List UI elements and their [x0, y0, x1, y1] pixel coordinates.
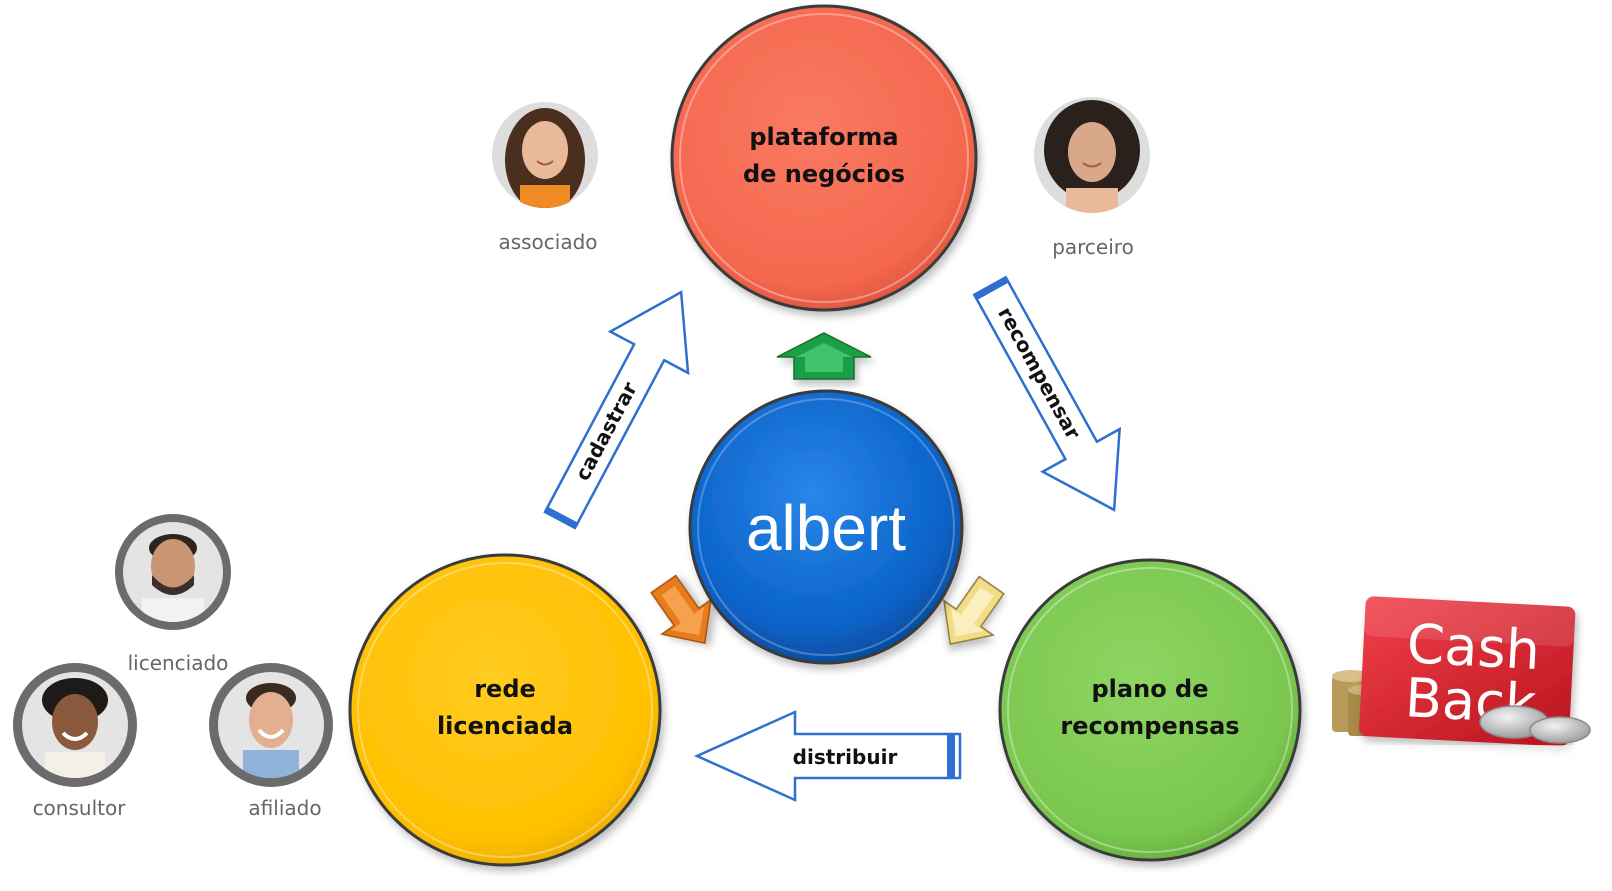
network-node-title-2: licenciada	[437, 712, 573, 740]
reward-arrow: recompensar	[972, 275, 1122, 512]
affiliate-avatar	[209, 663, 333, 787]
albert-center-node: albert	[688, 389, 964, 665]
platform-node-title-1: plataforma	[749, 123, 898, 151]
affiliate-label: afiliado	[248, 796, 321, 820]
albert-center-label: albert	[746, 492, 906, 564]
network-node-title-1: rede	[474, 675, 536, 703]
distribute-arrow: distribuir	[693, 710, 962, 802]
platform-node: plataforma de negócios	[670, 4, 978, 312]
associate-label: associado	[498, 230, 597, 254]
rewards-node-title-2: recompensas	[1060, 712, 1239, 740]
cashback-line-1: Cash	[1405, 612, 1541, 682]
up-arrow-icon	[776, 332, 872, 380]
licensee-avatar	[115, 514, 231, 630]
rewards-node-title-1: plano de	[1092, 675, 1209, 703]
network-node: rede licenciada	[348, 553, 662, 867]
cashback-card-icon: Cash Back	[1332, 596, 1591, 767]
distribute-arrow-label: distribuir	[793, 745, 898, 769]
consultant-label: consultor	[33, 796, 127, 820]
consultant-avatar	[13, 663, 137, 787]
licensee-label: licenciado	[128, 651, 229, 675]
reward-arrow-label: recompensar	[993, 303, 1085, 444]
down-left-arrow-icon	[650, 574, 713, 645]
down-right-arrow-icon	[942, 575, 1005, 646]
partner-label: parceiro	[1052, 235, 1134, 259]
coin-icon	[1529, 716, 1591, 744]
platform-node-title-2: de negócios	[743, 160, 905, 188]
register-arrow: cadastrar	[543, 290, 690, 530]
rewards-node: plano de recompensas	[998, 558, 1302, 862]
partner-avatar	[1034, 97, 1150, 213]
associate-avatar	[492, 102, 598, 208]
